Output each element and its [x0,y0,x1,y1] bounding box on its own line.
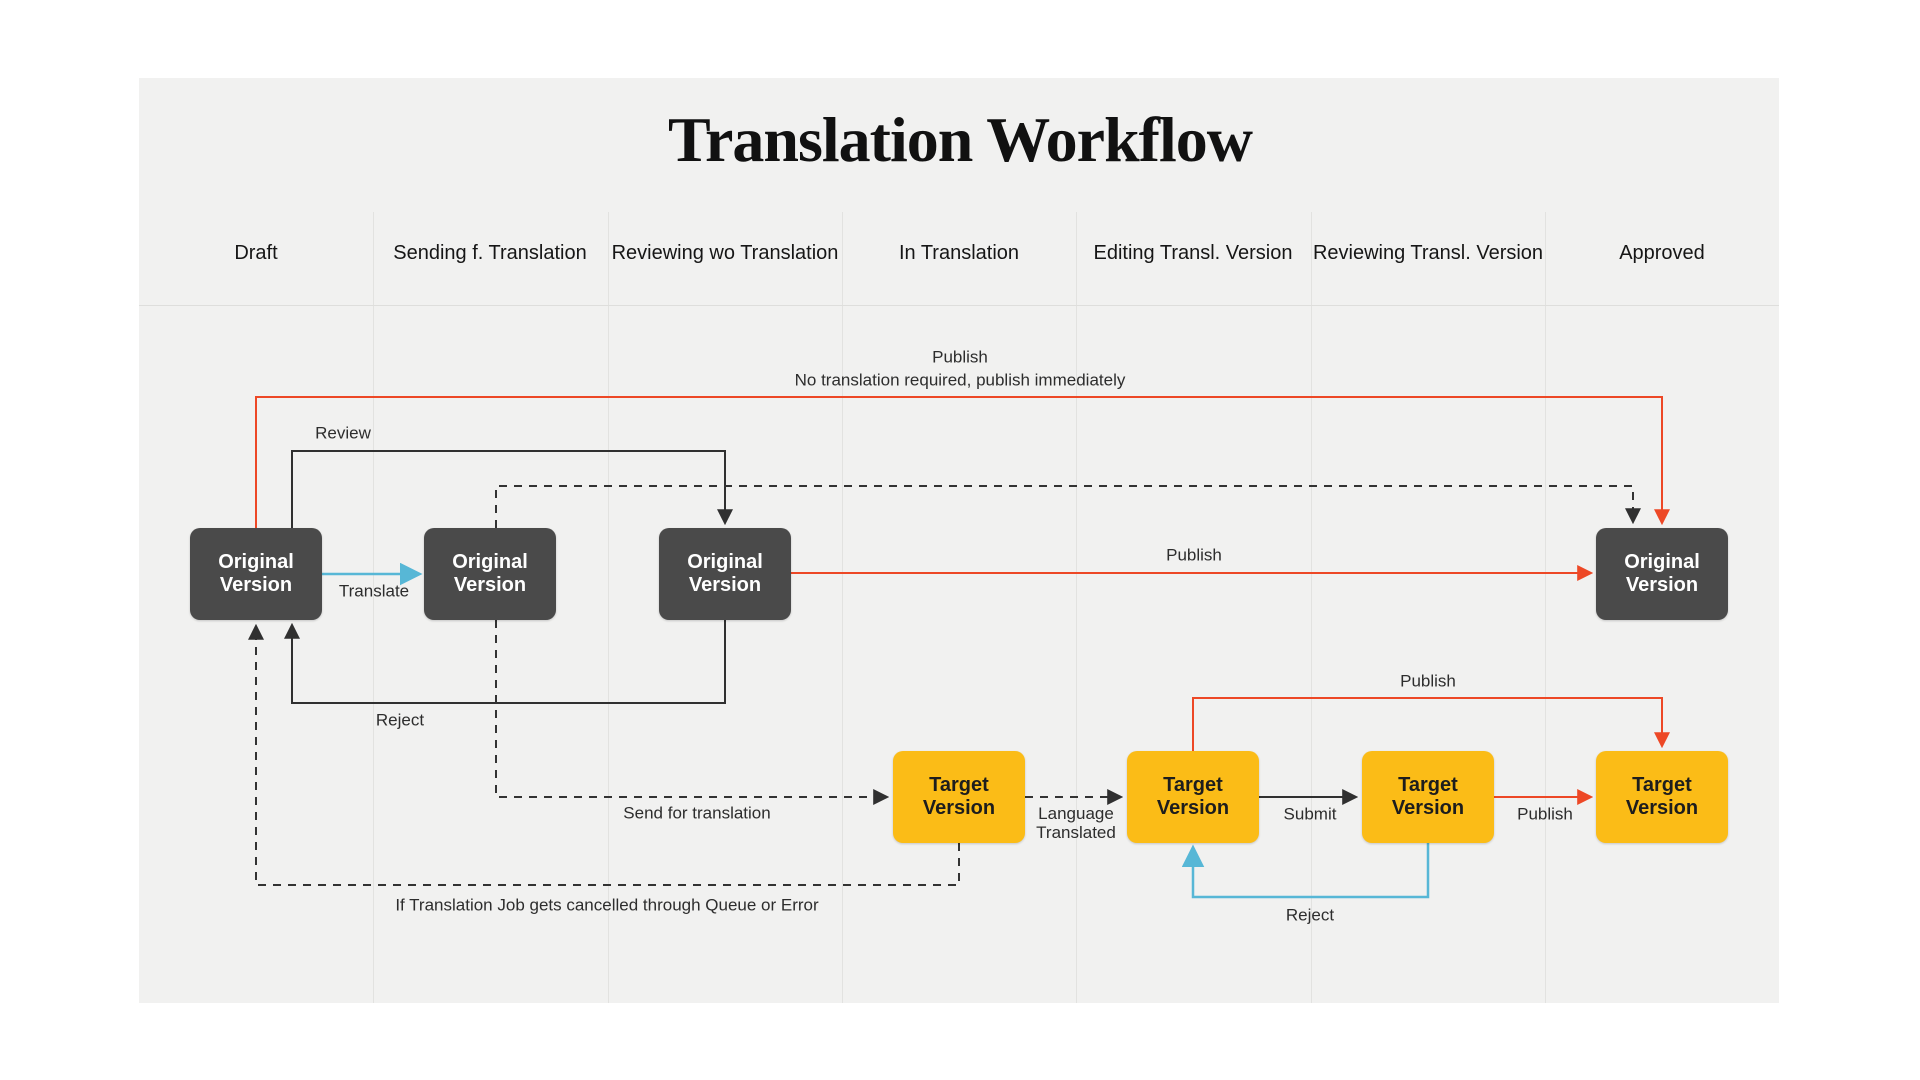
lane-header-approved: Approved [1619,241,1705,264]
node-label: Original Version [218,551,294,596]
lane-divider [842,212,843,1003]
node-original-version-sending: Original Version [424,528,556,620]
lane-header-reviewing-wo: Reviewing wo Translation [611,241,839,264]
edge-send-for-translation [495,620,890,805]
label-language-translated: Language Translated [1036,804,1116,842]
lane-header-draft: Draft [234,241,278,264]
label-submit: Submit [1283,804,1337,824]
label-send-for-translation: Send for translation [623,803,771,823]
edge-publish-editing [1192,697,1670,751]
label-review: Review [315,423,371,443]
label-translate: Translate [338,581,410,601]
edge-to-approved-dashed [495,485,1641,528]
node-target-version-reviewing: Target Version [1362,751,1494,843]
label-cancelled: If Translation Job gets cancelled throug… [395,895,819,915]
lane-divider [1076,212,1077,1003]
node-label: Original Version [1624,551,1700,596]
lane-header-editing-transl: Editing Transl. Version [1093,241,1293,264]
label-reject-original: Reject [375,710,425,730]
lane-header-sending: Sending f. Translation [393,241,587,264]
node-label: Target Version [1625,774,1699,819]
lane-header-in-translation: In Translation [898,241,1020,264]
header-separator [139,305,1779,306]
lane-divider [608,212,609,1003]
node-original-version-draft: Original Version [190,528,322,620]
lane-header-reviewing-transl: Reviewing Transl. Version [1312,241,1544,264]
node-target-version-approved: Target Version [1596,751,1728,843]
node-target-version-in-translation: Target Version [893,751,1025,843]
node-original-version-reviewing: Original Version [659,528,791,620]
lane-divider [373,212,374,1003]
node-label: Original Version [687,551,763,596]
label-publish-reviewing: Publish [1517,804,1573,824]
edge-reject-target [1181,843,1430,899]
edge-cancelled [248,623,960,886]
edge-reject-original [284,620,726,704]
node-target-version-editing: Target Version [1127,751,1259,843]
diagram-title: Translation Workflow [668,104,1253,175]
node-label: Target Version [1391,774,1465,819]
node-label: Target Version [922,774,996,819]
node-label: Original Version [452,551,528,596]
node-original-version-approved: Original Version [1596,528,1728,620]
node-label: Target Version [1156,774,1230,819]
lane-divider [1545,212,1546,1003]
edge-review [291,450,733,528]
edge-publish-immediately [255,396,1670,528]
lane-divider [1311,212,1312,1003]
label-publish-immediately-line2: No translation required, publish immedia… [794,370,1126,390]
label-publish-original: Publish [1166,545,1222,565]
label-publish-immediately-line1: Publish [932,347,988,367]
label-publish-editing: Publish [1400,671,1456,691]
label-reject-target: Reject [1285,905,1335,925]
